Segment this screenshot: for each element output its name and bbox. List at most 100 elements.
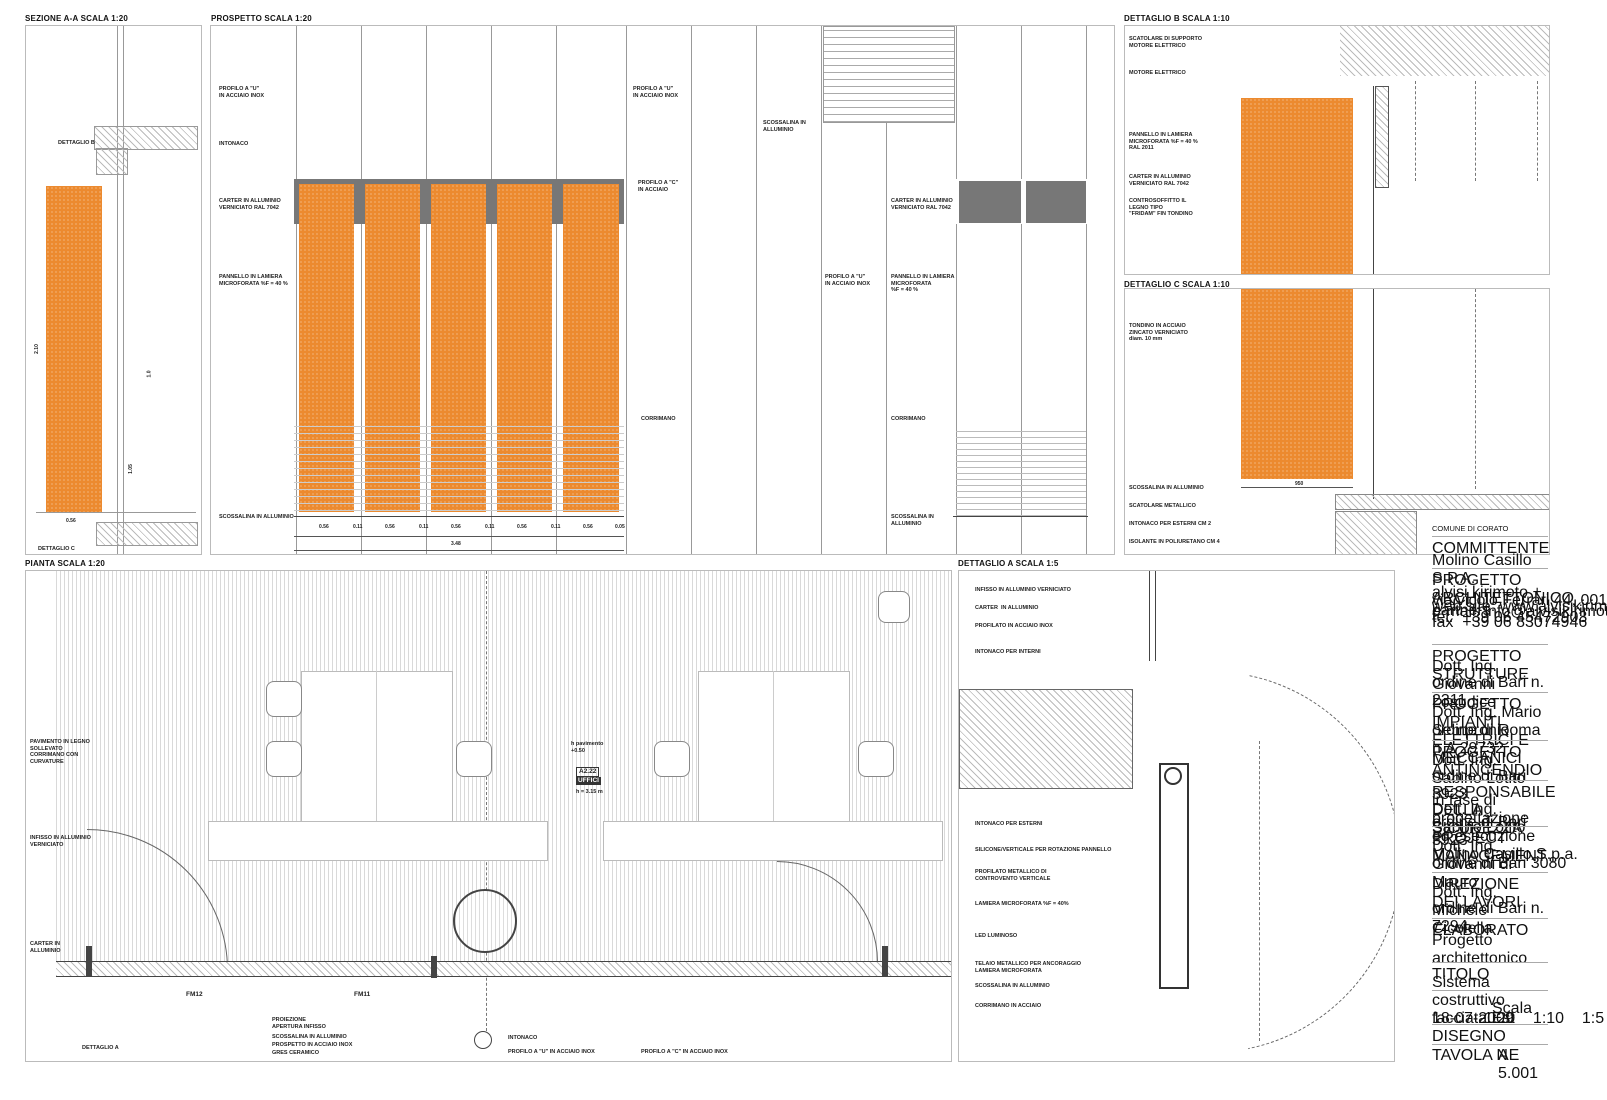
tb-tit: Sistema costruttivo facciata Est — [1432, 974, 1515, 1027]
sezione-dim-height: 2.10 — [33, 344, 40, 354]
dettaglio-b-orange — [1241, 98, 1353, 274]
room-code: A2.22 — [576, 767, 600, 777]
label-intonaco: INTONACO — [219, 141, 249, 147]
label-profilo-u1: PROFILO A "U" IN ACCIAIO INOX — [219, 86, 265, 99]
tb-arch: alvisi kirimoto + partners — [1432, 584, 1542, 619]
label-scossalina: SCOSSALINA IN ALLUMINIO — [219, 514, 294, 520]
label-pannello: PANNELLO IN LAMIERA MICROFORATA %F = 40 … — [219, 274, 288, 287]
pianta-label-carter: CARTER IN ALLUMINIO — [30, 941, 61, 954]
dettaglio-a-panel: INFISSO IN ALLUMINIO VERNICIATO CARTER I… — [958, 570, 1395, 1062]
detb-label-3: PANNELLO IN LAMIERA MICROFORATA %F = 40 … — [1129, 132, 1198, 151]
chair-icon — [878, 591, 910, 623]
detc-label-4: INTONACO PER ESTERNI CM 2 — [1129, 521, 1212, 527]
deta-label-4: INTONACO PER INTERNI — [975, 649, 1041, 655]
tb-disegno-h: DISEGNO — [1432, 1028, 1506, 1045]
title-block: COMUNE DI CORATO COMMITTENTE Molino Casi… — [1432, 518, 1607, 1082]
tb-elab-h: ELABORATO — [1432, 922, 1529, 939]
detc-label-5: ISOLANTE IN POLIURETANO CM 4 — [1129, 539, 1220, 545]
pianta-label-fm12: FM12 — [186, 991, 203, 998]
detb-label-4: CARTER IN ALLUMINIO VERNICIATO RAL 7042 — [1129, 174, 1191, 187]
detb-label-5: CONTROSOFFITTO IL LEGNO TIPO "FRIDAM" FI… — [1129, 198, 1193, 217]
dim-1: 0.56 — [319, 524, 329, 530]
tb-committente: Molino Casillo S.P.A. — [1432, 552, 1532, 587]
tb-strut: Dott. Ing. Giovanni Losudice — [1432, 658, 1497, 711]
deta-label-11: SCOSSALINA IN ALLUMINIO — [975, 983, 1050, 989]
tb-arch-addr: via/vicolo Ferrari 44, 00197 Roma web si… — [1432, 592, 1607, 631]
detc-label-2: SCOSSALINA IN ALLUMINIO — [1129, 485, 1204, 491]
pianta-panel: h pavimento +0.50 A2.22 UFFICI h = 3.15 … — [25, 570, 952, 1062]
tb-scala-h: Scala — [1492, 1000, 1533, 1017]
section-marker-icon — [474, 1031, 492, 1049]
deta-label-8: LAMIERA MICROFORATA %F = 40% — [975, 901, 1069, 907]
pianta-title: PIANTA SCALA 1:20 — [25, 559, 106, 568]
chair-icon — [654, 741, 690, 777]
chair-icon — [456, 741, 492, 777]
label-scossalina-top: SCOSSALINA IN ALLUMINIO — [763, 120, 806, 133]
room-height: h = 3.15 m — [576, 789, 603, 795]
tb-dl-h: DIREZIONE DEI LAVORI — [1432, 876, 1521, 911]
tb-tit-h: TITOLO — [1432, 966, 1490, 983]
deta-label-7: PROFILATO METALLICO DI CONTROVENTO VERTI… — [975, 869, 1051, 882]
label-carter: CARTER IN ALLUMINIO VERNICIATO RAL 7042 — [219, 198, 281, 211]
sezione-dim-h2: 1.0 — [146, 370, 153, 378]
deta-label-2: CARTER IN ALLUMINIO — [975, 605, 1039, 611]
chair-icon — [266, 681, 302, 717]
pianta-label-dettaglio-a: DETTAGLIO A — [82, 1045, 119, 1051]
sezione-dettaglio-c-label: DETTAGLIO C — [38, 546, 75, 552]
pianta-label-infisso: INFISSO IN ALLUMINIO VERNICIATO — [30, 835, 91, 848]
label-pannello2: PANNELLO IN LAMIERA MICROFORATA %F = 40 … — [891, 274, 955, 293]
sezione-panel-orange — [46, 186, 102, 512]
pianta-label-fm11: FM11 — [354, 991, 371, 998]
deta-label-6: SILICONE/VERTICALE PER ROTAZIONE PANNELL… — [975, 847, 1112, 853]
dettaglio-b-title: DETTAGLIO B SCALA 1:10 — [1124, 14, 1230, 23]
tb-strut-s: ordine di Bari n. 2311 — [1432, 674, 1545, 709]
label-corrimano: CORRIMANO — [641, 416, 676, 422]
deta-label-1: INFISSO IN ALLUMINIO VERNICIATO — [975, 587, 1071, 593]
sezione-panel: 0.56 2.10 1.0 1.05 DETTAGLIO B DETTAGLIO… — [25, 25, 202, 555]
deta-label-9: LED LUMINOSO — [975, 933, 1018, 939]
sezione-dim-h3: 1.05 — [127, 464, 134, 474]
detc-dim: 950 — [1295, 481, 1304, 487]
label-profilo-u2: PROFILO A "U" IN ACCIAIO INOX — [633, 86, 679, 99]
deta-label-10: TELAIO METALLICO PER ANCORAGGIO LAMIERA … — [975, 961, 1082, 974]
dettaglio-c-title: DETTAGLIO C SCALA 1:10 — [1124, 280, 1230, 289]
tb-committente-h: COMMITTENTE — [1432, 540, 1550, 557]
room-name: UFFICI — [576, 777, 601, 785]
chair-icon — [266, 741, 302, 777]
pianta-label-intonaco: INTONACO — [508, 1035, 538, 1041]
tb-impianti: Dott. Ing. Mario Sempronio — [1432, 704, 1542, 739]
detb-label-2: MOTORE ELETTRICO — [1129, 70, 1186, 76]
tb-sicurezza-h: RESPONSABILE DELLA SICUREZZA — [1432, 784, 1556, 837]
label-profilo-c: PROFILO A "C" IN ACCIAIO — [638, 180, 679, 193]
sezione-dim-width: 0.56 — [66, 518, 76, 524]
round-column — [453, 889, 517, 953]
sezione-title: SEZIONE A-A SCALA 1:20 — [25, 14, 129, 23]
prospetto-title: PROSPETTO SCALA 1:20 — [211, 14, 312, 23]
label-corrimano2: CORRIMANO — [891, 416, 926, 422]
prospetto-panel: PROFILO A "U" IN ACCIAIO INOX PROFILO A … — [210, 25, 1115, 555]
deta-label-12: CORRIMANO IN ACCIAIO — [975, 1003, 1042, 1009]
sezione-dettaglio-b-label: DETTAGLIO B — [58, 140, 95, 146]
tb-tavola: AE 5.001 — [1498, 1047, 1539, 1082]
pianta-label-scossalina: SCOSSALINA IN ALLUMINIO — [272, 1034, 347, 1040]
label-profilo-u3: PROFILO A "U" IN ACCIAIO INOX — [825, 274, 871, 287]
detc-label-3: SCATOLARE METALLICO — [1129, 503, 1196, 509]
desk-right-top — [698, 671, 850, 823]
dim-8: 0.11 — [551, 524, 561, 530]
room-pav-level: h pavimento +0.50 — [571, 741, 604, 754]
rotation-profile — [1159, 763, 1189, 989]
tb-sicurezza: Dott. Ing. Sabino Lotito — [1432, 801, 1526, 836]
tb-tavola-h: TAVOLA N — [1432, 1047, 1508, 1064]
pianta-label-pavimento: PAVIMENTO IN LEGNO SOLLEVATO CORRIMANO C… — [30, 739, 90, 765]
tb-scala: 1:20 1:10 1:5 — [1484, 1010, 1605, 1027]
tb-antincendio: Dott. Ing. Sabino Lotito — [1432, 752, 1526, 787]
dettaglio-b-panel: SCATOLARE DI SUPPORTO MOTORE ELETTRICO M… — [1124, 25, 1550, 275]
dim-5: 0.56 — [451, 524, 461, 530]
dim-2: 0.11 — [353, 524, 363, 530]
tb-impianti-s: ordine di Roma n.A 29732 — [1432, 722, 1541, 757]
dim-10: 0.05 — [615, 524, 625, 530]
deta-label-3: PROFILATO IN ACCIAIO INOX — [975, 623, 1053, 629]
dim-6: 0.11 — [485, 524, 495, 530]
pianta-label-proiezione: PROIEZIONE APERTURA INFISSO — [272, 1017, 326, 1030]
tb-arch-h: PROGETTO ARCHITETTONICO — [1432, 572, 1574, 607]
